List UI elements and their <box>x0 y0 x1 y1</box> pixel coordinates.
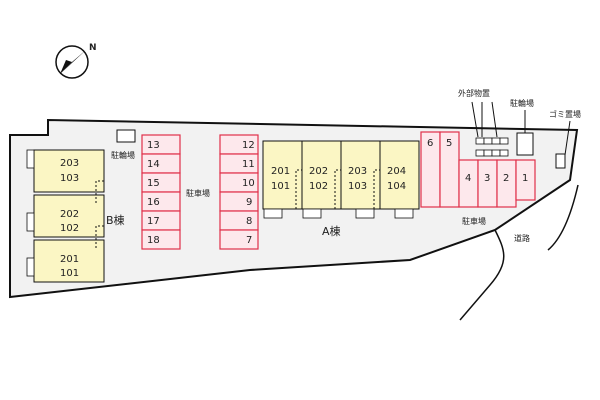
a-unit-top: 201 <box>271 166 290 177</box>
b-unit-top: 201 <box>60 254 79 265</box>
b-unit-bottom: 103 <box>60 173 79 184</box>
road-edge-left <box>459 229 505 321</box>
parking-slot-number: 12 <box>242 140 255 151</box>
b-building-label: B棟 <box>106 213 125 227</box>
external-storage: 外部物置 <box>458 88 509 157</box>
storage-label: 外部物置 <box>458 88 490 98</box>
road-edge-right <box>547 184 579 251</box>
b-unit-block <box>33 239 105 283</box>
a-unit-top: 204 <box>387 166 406 177</box>
parking-slot-number: 9 <box>246 197 252 208</box>
parking-slot-number: 18 <box>147 235 160 246</box>
parking-slot-number: 14 <box>147 159 160 170</box>
bike-parking-a-label: 駐輪場 <box>510 98 534 108</box>
parking-slot-number: 13 <box>147 140 160 151</box>
parking-slot-number: 3 <box>484 173 490 184</box>
bike-parking-b-label: 駐輪場 <box>111 150 135 160</box>
parking-left-label: 駐車場 <box>186 188 210 198</box>
a-unit-bottom: 103 <box>348 181 367 192</box>
parking-slot-number: 16 <box>147 197 160 208</box>
building-a: 201 101 202 102 203 103 204 104 <box>262 140 420 219</box>
parking-top-right: 6 5 <box>420 131 460 208</box>
building-b: 203 103 202 102 201 101 B棟 <box>26 149 125 283</box>
parking-slot-number: 7 <box>246 235 252 246</box>
parking-slot-number: 2 <box>503 173 509 184</box>
parking-slot-number: 5 <box>446 138 452 149</box>
road-label: 道路 <box>514 233 530 243</box>
a-building-label: A棟 <box>322 224 341 238</box>
b-unit-bottom: 102 <box>60 223 79 234</box>
garbage-label: ゴミ置場 <box>549 109 581 119</box>
bike-parking-b <box>116 129 136 143</box>
parking-slot-number: 17 <box>147 216 160 227</box>
parking-slot-number: 4 <box>465 173 471 184</box>
parking-column-2: 12 11 10 9 8 7 <box>219 134 259 250</box>
b-unit-block <box>33 194 105 238</box>
parking-column-1: 13 14 15 16 17 18 <box>141 134 181 250</box>
a-unit-bottom: 104 <box>387 181 406 192</box>
parking-slot-number: 8 <box>246 216 252 227</box>
parking-bottom-right: 4 3 2 1 <box>458 159 536 208</box>
b-unit-top: 202 <box>60 209 79 220</box>
a-unit-bottom: 102 <box>309 181 328 192</box>
garbage-area <box>555 153 566 169</box>
parking-slot-number: 1 <box>522 173 528 184</box>
a-unit-top: 202 <box>309 166 328 177</box>
b-unit-top: 203 <box>60 158 79 169</box>
a-unit-top: 203 <box>348 166 367 177</box>
parking-slot-number: 6 <box>427 138 433 149</box>
parking-slot-number: 10 <box>242 178 255 189</box>
b-unit-block <box>33 149 105 193</box>
a-unit-bottom: 101 <box>271 181 290 192</box>
parking-slot-number: 11 <box>242 159 255 170</box>
parking-slot-number: 15 <box>147 178 160 189</box>
north-compass-icon: N <box>55 43 97 79</box>
b-unit-bottom: 101 <box>60 268 79 279</box>
parking-right-label: 駐車場 <box>462 216 486 226</box>
bike-parking-a <box>516 132 534 156</box>
north-label: N <box>89 43 97 53</box>
